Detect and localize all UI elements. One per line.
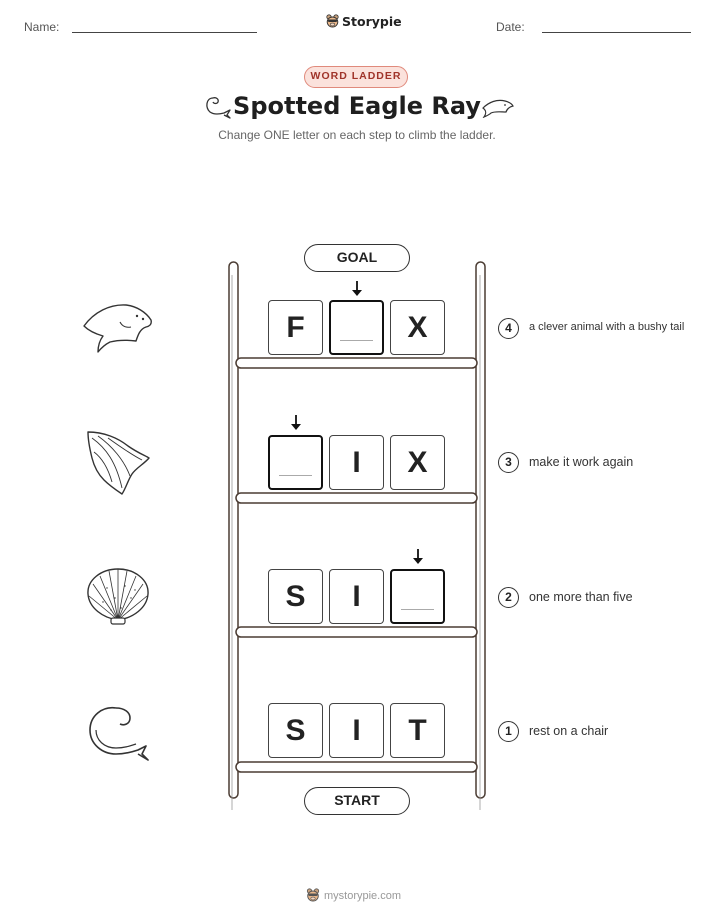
arrow-down-icon <box>413 549 423 564</box>
ray-fin-icon <box>87 431 150 495</box>
letter-tile: S <box>268 703 323 758</box>
page-title: Spotted Eagle Ray <box>233 92 481 120</box>
letter-tile: F <box>268 300 323 355</box>
clue-text: make it work again <box>529 455 634 469</box>
ray-tail-small-icon <box>206 97 231 119</box>
arrow-down-icon <box>352 281 362 296</box>
brand-name: Storypie <box>342 14 402 29</box>
letter-tile: X <box>390 300 445 355</box>
brand-logo: Storypie <box>326 14 402 29</box>
clue-text: rest on a chair <box>529 724 609 738</box>
footer-url[interactable]: mystorypie.com <box>324 889 402 902</box>
stingray-icon <box>83 304 152 353</box>
letter-tile: I <box>329 703 384 758</box>
step-number: 1 <box>498 721 519 742</box>
name-label: Name: <box>24 20 60 34</box>
letter-tile: X <box>390 435 445 490</box>
step-number: 4 <box>498 318 519 339</box>
letter-tile: S <box>268 569 323 624</box>
seashell-icon <box>87 568 149 625</box>
step-number: 2 <box>498 587 519 608</box>
clue-text: one more than five <box>529 590 633 604</box>
letter-tile: T <box>390 703 445 758</box>
blank-letter-tile[interactable] <box>390 569 445 624</box>
letter-tile: I <box>329 569 384 624</box>
start-label: START <box>304 787 410 815</box>
arrow-down-icon <box>291 415 301 430</box>
goal-label: GOAL <box>304 244 410 272</box>
letter-tile: I <box>329 435 384 490</box>
word-ladder-badge: WORD LADDER <box>304 66 408 88</box>
date-line[interactable] <box>542 32 691 33</box>
storypie-mascot-icon <box>306 888 320 902</box>
footer: mystorypie.com <box>306 888 401 903</box>
name-line[interactable] <box>72 32 257 33</box>
stingray-small-icon <box>482 99 514 118</box>
instructions: Change ONE letter on each step to climb … <box>218 128 496 142</box>
ray-tail-icon <box>89 706 149 761</box>
blank-letter-tile[interactable] <box>268 435 323 490</box>
date-label: Date: <box>496 20 525 34</box>
storypie-mascot-icon <box>326 14 339 28</box>
blank-letter-tile[interactable] <box>329 300 384 355</box>
step-number: 3 <box>498 452 519 473</box>
clue-text: a clever animal with a bushy tail <box>529 321 685 333</box>
